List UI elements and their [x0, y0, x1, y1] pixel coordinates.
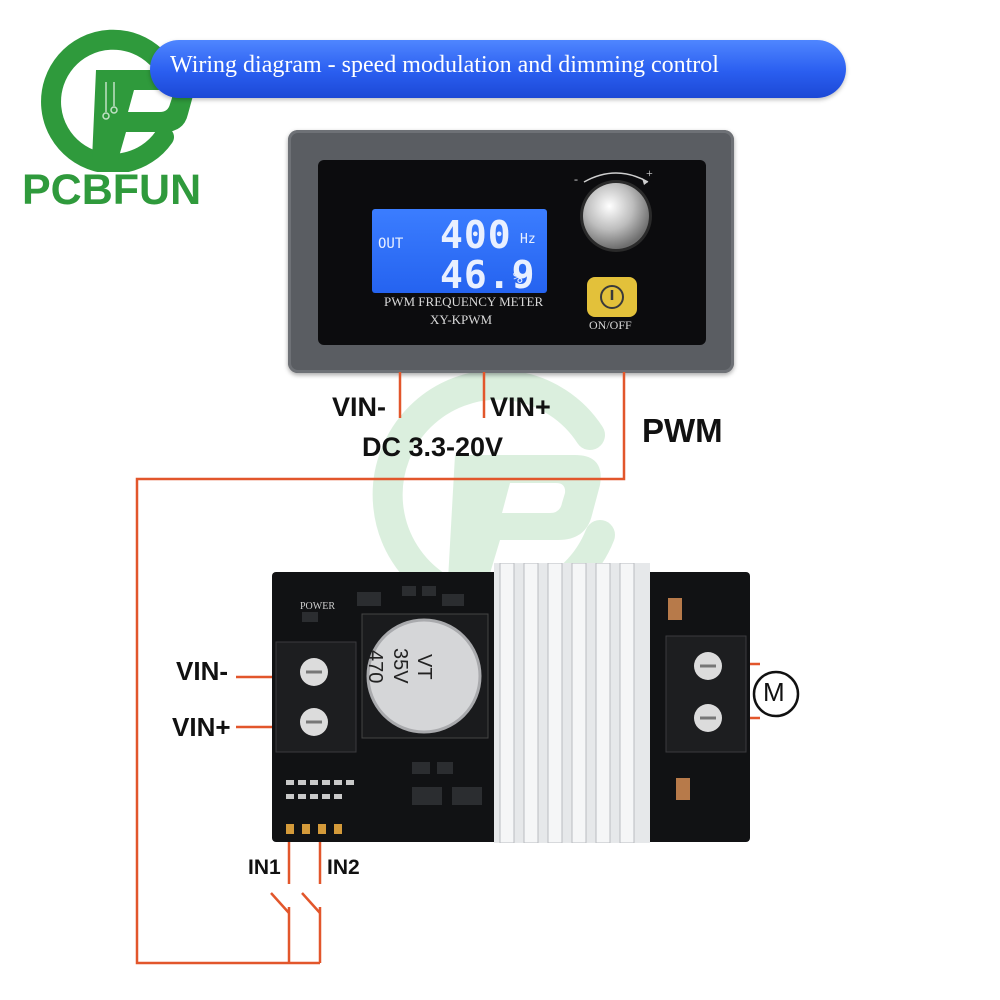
banner-title: Wiring diagram - speed modulation and di… [170, 52, 719, 78]
knob-plus-label: + [646, 166, 653, 180]
in1-label: IN1 [248, 856, 281, 879]
supply-range-label: DC 3.3-20V [362, 432, 504, 462]
logo-wordmark: PCBFUN [22, 166, 202, 214]
lcd-duty-value: 46.9 [440, 253, 536, 297]
power-button[interactable] [586, 276, 638, 318]
pwm-label: PWM [642, 412, 723, 449]
pcbfun-logo-icon [41, 29, 195, 172]
lcd-frequency-unit: Hz [520, 232, 536, 247]
meter-label-line2: XY-KPWM [430, 312, 493, 327]
meter-vin-minus-label: VIN- [332, 392, 386, 422]
capacitor-voltage: 35V [389, 648, 411, 684]
capacitor-marking: 470 [364, 650, 386, 683]
driver-vin-minus-label: VIN- [176, 656, 228, 686]
title-banner [150, 40, 846, 98]
capacitor-value: 470 [364, 650, 386, 684]
lcd-duty-unit: % [513, 268, 523, 287]
driver-vin-plus-label: VIN+ [172, 712, 231, 742]
power-silkscreen: POWER [300, 601, 335, 612]
power-button-label: ON/OFF [589, 318, 632, 332]
lcd-frequency-value: 400 [440, 213, 512, 257]
lcd-display [372, 209, 547, 293]
motor-symbol-icon [752, 670, 800, 718]
lcd-out-label: OUT [378, 236, 404, 252]
heatsink-fins [499, 563, 635, 843]
knob-icon[interactable] [566, 166, 666, 256]
board-components [275, 586, 747, 834]
capacitor-series: VT [413, 654, 435, 680]
in2-label: IN2 [327, 856, 360, 879]
knob-minus-label: - [574, 172, 578, 186]
motor-symbol-label: M [763, 677, 785, 707]
meter-label-line1: PWM FREQUENCY METER [384, 294, 544, 309]
meter-vin-plus-label: VIN+ [490, 392, 551, 422]
